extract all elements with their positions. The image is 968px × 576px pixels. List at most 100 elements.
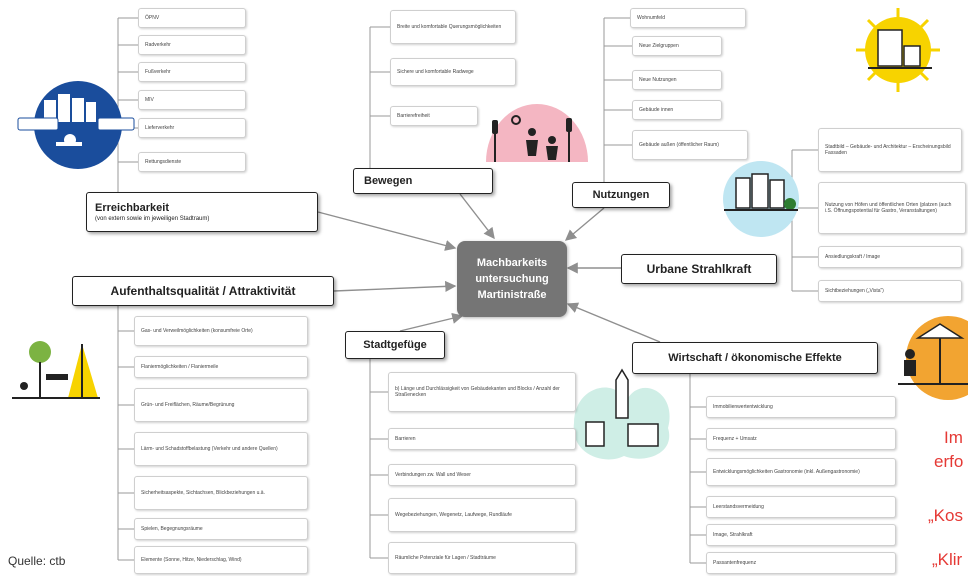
- leaf-urbane-4: Sichtbeziehungen („Vista“): [818, 280, 962, 302]
- cafe-umbrella-icon: [898, 316, 968, 400]
- building-trees-icon: [723, 161, 799, 237]
- leaf-stadtgefuege-3: Verbindungen zw. Wall und Weser: [388, 464, 576, 486]
- leaf-nutzungen-2: Neue Zielgruppen: [632, 36, 722, 56]
- leaf-text: Wohnumfeld: [637, 15, 665, 21]
- leaf-text: Lärm- und Schadstoffbelastung (Verkehr u…: [141, 446, 278, 452]
- leaf-text: Verbindungen zw. Wall und Weser: [395, 472, 471, 478]
- leaf-text: Entwicklungsmöglichkeiten Gastronomie (i…: [713, 469, 860, 475]
- leaf-text: Stadtbild – Gebäude- und Architektur – E…: [825, 144, 951, 156]
- leaf-text: Frequenz + Umsatz: [713, 436, 757, 442]
- category-wirtschaft-title: Wirtschaft / ökonomische Effekte: [668, 352, 842, 364]
- side-text-3: „Kos: [928, 506, 963, 525]
- leaf-urbane-1: Stadtbild – Gebäude- und Architektur – E…: [818, 128, 962, 172]
- category-erreichbarkeit: Erreichbarkeit (von extern sowie im jewe…: [86, 192, 318, 232]
- leaf-text: Spielen, Begegnungsräume: [141, 526, 203, 532]
- leaf-aufenthalt-4: Lärm- und Schadstoffbelastung (Verkehr u…: [134, 432, 308, 466]
- arrow-stadtgefuege-to-center: [399, 312, 464, 332]
- leaf-text: Barrierefreiheit: [397, 113, 430, 119]
- leaf-text: Leerstandsvermeidung: [713, 504, 764, 510]
- category-urbane-title: Urbane Strahlkraft: [646, 262, 752, 276]
- leaf-bewegen-1: Breite und komfortable Querungsmöglichke…: [390, 10, 516, 44]
- leaf-stadtgefuege-1: b) Länge und Durchlässigkeit von Gebäude…: [388, 372, 576, 412]
- source-label: Quelle: ctb: [8, 554, 66, 568]
- leaf-text: Flaniermöglichkeiten / Flaniermeile: [141, 364, 219, 370]
- leaf-text: Radverkehr: [145, 42, 171, 48]
- leaf-text: Räumliche Potenziale für Lagen / Stadträ…: [395, 555, 496, 561]
- leaf-text: Elemente (Sonne, Hitze, Niederschlag, Wi…: [141, 557, 242, 563]
- buildings-bus-icon: [17, 81, 135, 169]
- category-erreichbarkeit-subtitle: (von extern sowie im jeweiligen Stadtrau…: [95, 216, 210, 222]
- leaf-text: Grün- und Freiflächen, Räume/Begrünung: [141, 402, 235, 408]
- leaf-nutzungen-4: Gebäude innen: [632, 100, 722, 120]
- leaf-text: Gebäude außen (öffentlicher Raum): [639, 142, 719, 148]
- leaf-erreichbarkeit-1: ÖPNV: [138, 8, 246, 28]
- leaf-text: Lieferverkehr: [145, 125, 175, 131]
- leaf-text: Sicherheitsaspekte, Sichtachsen, Blickbe…: [141, 490, 265, 496]
- center-line-2: untersuchung: [475, 273, 549, 285]
- leaf-wirtschaft-5: Image, Strahlkraft: [706, 524, 896, 546]
- leaf-urbane-3: Ansiedlungskraft / Image: [818, 246, 962, 268]
- leaf-stadtgefuege-2: Barrieren: [388, 428, 576, 450]
- leaf-wirtschaft-6: Passantenfrequenz: [706, 552, 896, 574]
- arrow-nutzungen-to-center: [564, 207, 605, 241]
- leaf-wirtschaft-2: Frequenz + Umsatz: [706, 428, 896, 450]
- leaf-nutzungen-3: Neue Nutzungen: [632, 70, 722, 90]
- bench-lamp-icon: [12, 341, 100, 399]
- leaf-text: Wegebeziehungen, Wegenetz, Laufwege, Run…: [395, 512, 512, 518]
- category-stadtgefuege-title: Stadtgefüge: [363, 339, 427, 351]
- leaf-stadtgefuege-4: Wegebeziehungen, Wegenetz, Laufwege, Run…: [388, 498, 576, 532]
- leaf-erreichbarkeit-4: MIV: [138, 90, 246, 110]
- leaf-text: Image, Strahlkraft: [713, 532, 753, 538]
- leaf-bewegen-3: Barrierefreiheit: [390, 106, 478, 126]
- leaf-wirtschaft-3: Entwicklungsmöglichkeiten Gastronomie (i…: [706, 458, 896, 486]
- arrow-aufenthalt-to-center: [333, 280, 457, 292]
- leaf-text: Barrieren: [395, 436, 416, 442]
- category-nutzungen-title: Nutzungen: [592, 189, 650, 201]
- side-text-1: Im: [944, 428, 963, 447]
- leaf-text: Rettungsdienste: [145, 159, 182, 165]
- leaf-wirtschaft-1: Immobilienwertentwicklung: [706, 396, 896, 418]
- leaf-wirtschaft-4: Leerstandsvermeidung: [706, 496, 896, 518]
- leaf-text: Gebäude innen: [639, 107, 674, 113]
- leaf-text: Passantenfrequenz: [713, 560, 757, 566]
- category-aufenthalt: Aufenthaltsqualität / Attraktivität: [72, 276, 334, 306]
- category-urbane: Urbane Strahlkraft: [621, 254, 777, 284]
- people-traffic-icon: [486, 104, 588, 162]
- leaf-aufenthalt-1: Gas- und Verweilmöglichkeiten (konsumfre…: [134, 316, 308, 346]
- leaf-text: Fußverkehr: [145, 69, 171, 75]
- leaf-text: b) Länge und Durchlässigkeit von Gebäude…: [395, 386, 560, 398]
- side-text-2: erfo: [934, 452, 964, 471]
- leaf-text: Neue Nutzungen: [639, 77, 677, 83]
- category-bewegen: Bewegen: [353, 168, 493, 194]
- leaf-aufenthalt-6: Spielen, Begegnungsräume: [134, 518, 308, 540]
- leaf-nutzungen-1: Wohnumfeld: [630, 8, 746, 28]
- center-line-1: Machbarkeits: [476, 257, 548, 269]
- category-wirtschaft: Wirtschaft / ökonomische Effekte: [632, 342, 878, 374]
- leaf-erreichbarkeit-5: Lieferverkehr: [138, 118, 246, 138]
- leaf-text: Breite und komfortable Querungsmöglichke…: [397, 24, 502, 30]
- leaf-urbane-2: Nutzung von Höfen und öffentlichen Orten…: [818, 182, 966, 234]
- category-erreichbarkeit-title: Erreichbarkeit: [95, 202, 169, 214]
- buildings-sun-icon: [856, 8, 940, 92]
- leaf-text: Immobilienwertentwicklung: [713, 404, 773, 410]
- arrow-wirtschaft-to-center: [566, 302, 661, 343]
- church-houses-icon: [573, 368, 670, 460]
- arrow-bewegen-to-center: [459, 193, 495, 240]
- center-line-3: Martinistraße: [477, 289, 547, 301]
- leaf-erreichbarkeit-2: Radverkehr: [138, 35, 246, 55]
- leaf-erreichbarkeit-3: Fußverkehr: [138, 62, 246, 82]
- category-stadtgefuege: Stadtgefüge: [345, 331, 445, 359]
- leaf-aufenthalt-5: Sicherheitsaspekte, Sichtachsen, Blickbe…: [134, 476, 308, 510]
- arrow-erreichbarkeit-to-center: [317, 211, 457, 251]
- leaf-aufenthalt-3: Grün- und Freiflächen, Räume/Begrünung: [134, 388, 308, 422]
- leaf-text: Ansiedlungskraft / Image: [825, 254, 881, 260]
- leaf-aufenthalt-7: Elemente (Sonne, Hitze, Niederschlag, Wi…: [134, 546, 308, 574]
- leaf-text: Gas- und Verweilmöglichkeiten (konsumfre…: [141, 328, 253, 334]
- leaf-text: Sichere und komfortable Radwege: [397, 69, 474, 75]
- category-nutzungen: Nutzungen: [572, 182, 670, 208]
- leaf-text: Nutzung von Höfen und öffentlichen Orten…: [825, 202, 952, 214]
- leaf-stadtgefuege-5: Räumliche Potenziale für Lagen / Stadträ…: [388, 542, 576, 574]
- leaf-text: MIV: [145, 97, 154, 103]
- leaf-text: Sichtbeziehungen („Vista“): [825, 288, 884, 294]
